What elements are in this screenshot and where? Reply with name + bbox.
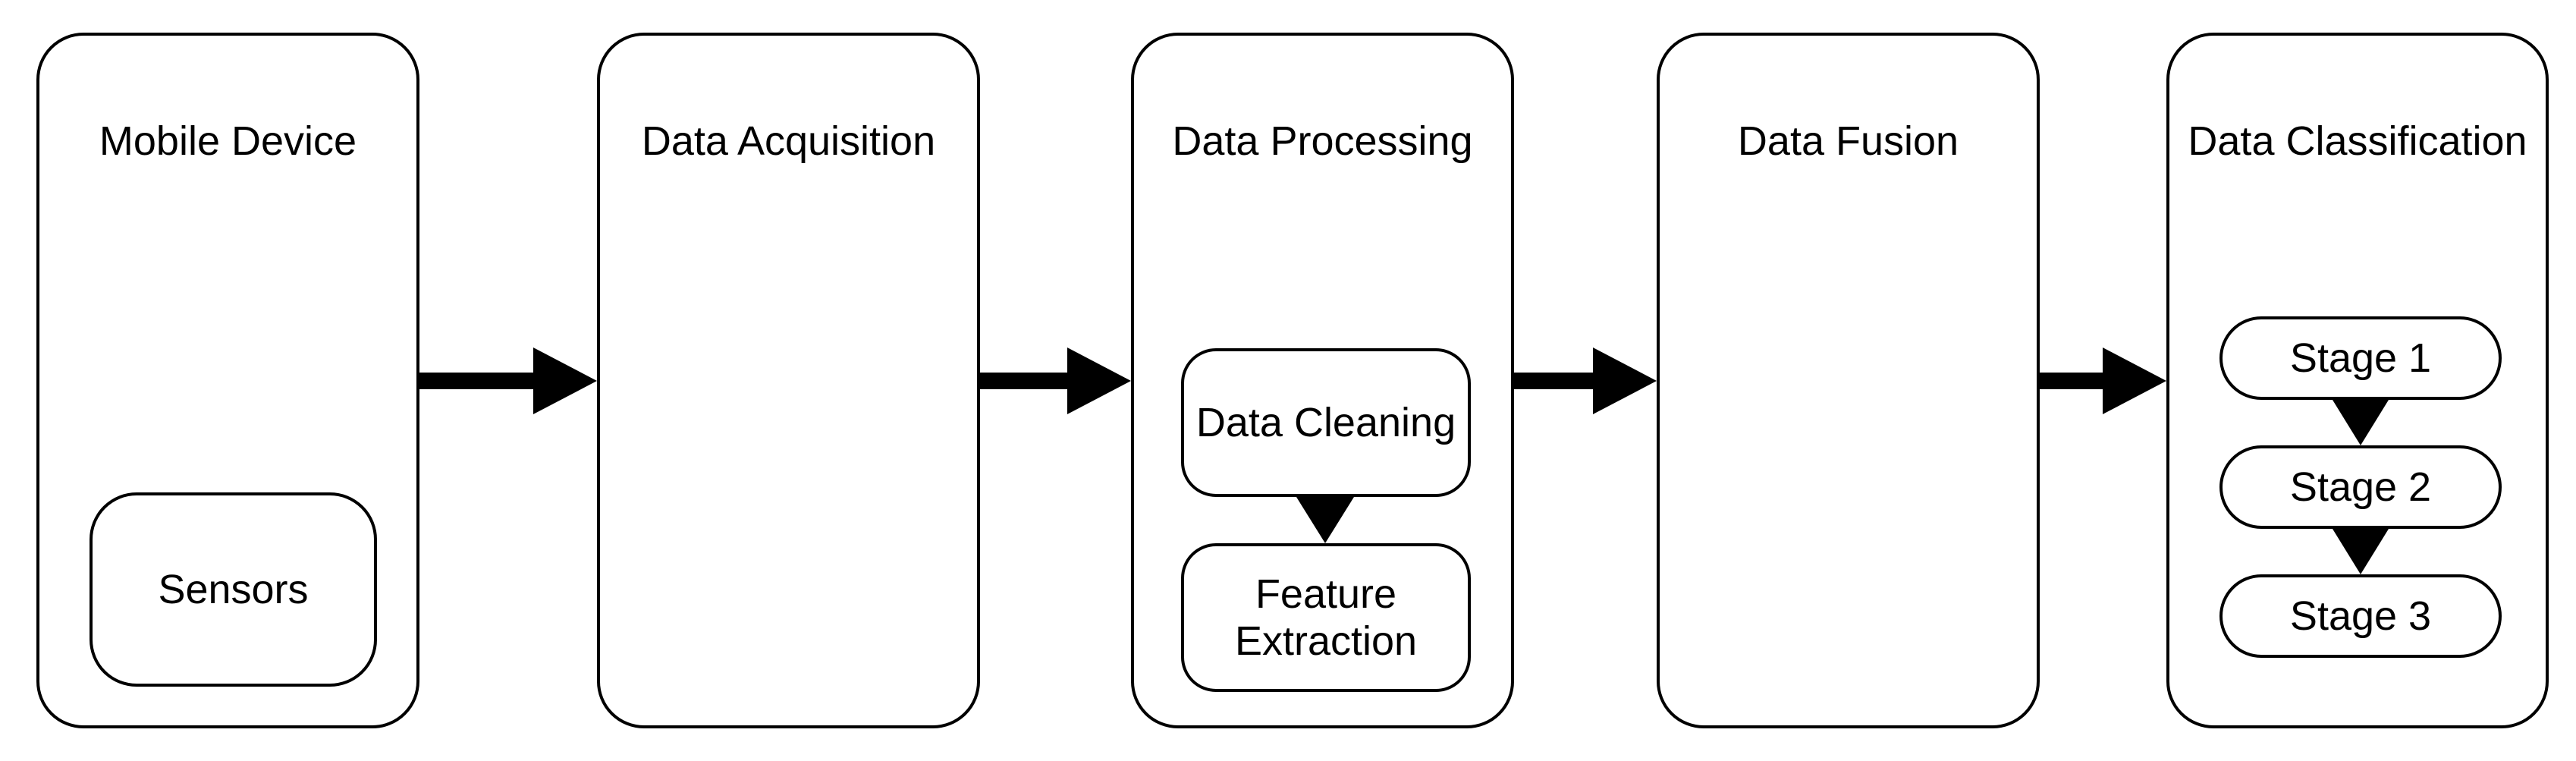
node-title-data-processing: Data Processing bbox=[1172, 118, 1473, 164]
node-data-fusion: Data Fusion bbox=[1657, 33, 2040, 728]
arrow-right-icon bbox=[980, 347, 1131, 414]
subnode-stage-1-label: Stage 1 bbox=[2289, 335, 2432, 381]
node-data-classification: Data Classification Stage 1 Stage 2 Stag… bbox=[2166, 33, 2549, 728]
subnode-stage-3-label: Stage 3 bbox=[2289, 593, 2432, 639]
subnode-stage-2-label: Stage 2 bbox=[2289, 464, 2432, 510]
subnode-stage-2: Stage 2 bbox=[2219, 445, 2502, 529]
arrow-down-icon bbox=[1296, 497, 1354, 543]
node-title-data-acquisition: Data Acquisition bbox=[641, 118, 936, 164]
node-title-mobile-device: Mobile Device bbox=[99, 118, 357, 164]
arrow-shaft bbox=[419, 373, 538, 389]
arrow-head-icon bbox=[1067, 347, 1131, 414]
arrow-right-icon bbox=[2040, 347, 2166, 414]
node-title-data-classification: Data Classification bbox=[2188, 118, 2527, 164]
node-data-processing: Data Processing Data Cleaning Feature Ex… bbox=[1131, 33, 1514, 728]
arrow-right-icon bbox=[419, 347, 597, 414]
subnode-stage-3: Stage 3 bbox=[2219, 574, 2502, 658]
subnode-sensors-label: Sensors bbox=[158, 566, 309, 612]
subnode-sensors: Sensors bbox=[90, 492, 377, 687]
arrow-head-icon bbox=[533, 347, 597, 414]
node-mobile-device: Mobile Device Sensors bbox=[36, 33, 419, 728]
subnode-data-cleaning-label: Data Cleaning bbox=[1195, 399, 1456, 445]
node-title-data-fusion: Data Fusion bbox=[1737, 118, 1959, 164]
subnode-feature-extraction-label: Feature Extraction bbox=[1234, 571, 1418, 664]
arrow-shaft bbox=[1514, 373, 1597, 389]
subnode-feature-extraction: Feature Extraction bbox=[1181, 543, 1471, 692]
arrow-right-icon bbox=[1514, 347, 1657, 414]
arrow-head-icon bbox=[1593, 347, 1657, 414]
subnode-data-cleaning: Data Cleaning bbox=[1181, 348, 1471, 497]
arrow-shaft bbox=[2040, 373, 2107, 389]
arrow-head-icon bbox=[2103, 347, 2166, 414]
arrow-down-icon bbox=[2333, 400, 2389, 445]
arrow-shaft bbox=[980, 373, 1072, 389]
subnode-stage-1: Stage 1 bbox=[2219, 316, 2502, 400]
node-data-acquisition: Data Acquisition bbox=[597, 33, 980, 728]
arrow-down-icon bbox=[2333, 529, 2389, 574]
